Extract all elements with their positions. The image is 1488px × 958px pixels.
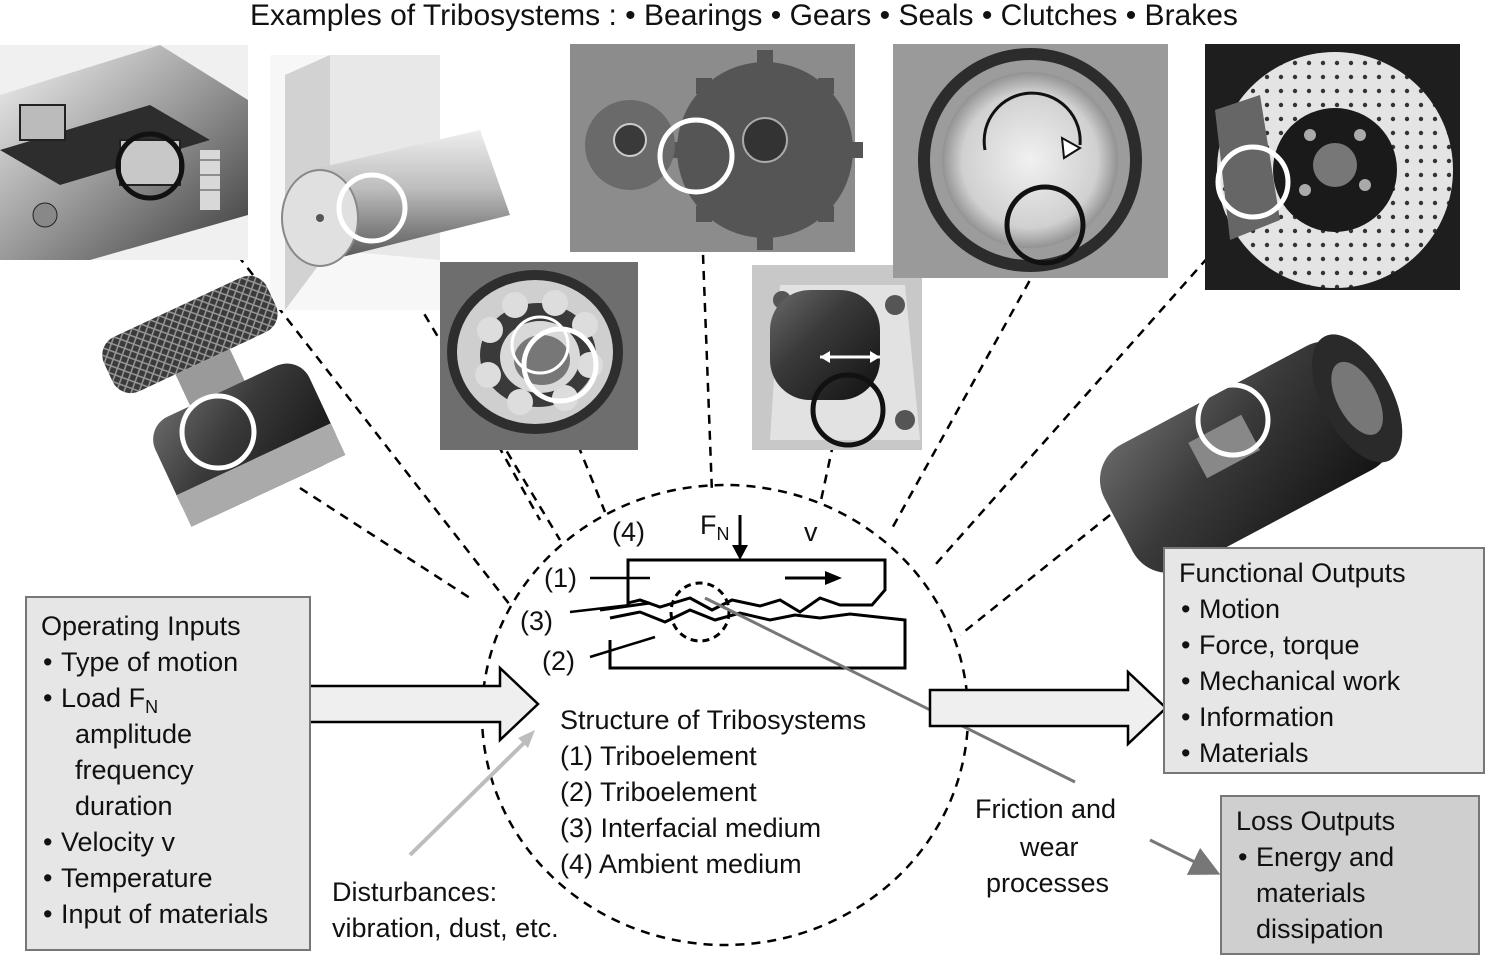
interface-label: (3) bbox=[520, 606, 553, 636]
disturbances-title: Disturbances: bbox=[332, 877, 498, 907]
photo-clutch-coupling bbox=[1099, 334, 1403, 573]
photo-knurled-pin bbox=[102, 275, 346, 527]
disturbance-arrow bbox=[408, 738, 529, 857]
loss-line-1: Energy and bbox=[1256, 842, 1395, 872]
output-information: Information bbox=[1179, 699, 1471, 735]
loss-outputs-list: Energy and materials dissipation bbox=[1236, 839, 1466, 947]
photo-gears bbox=[570, 44, 863, 252]
contact-zone-circle bbox=[669, 581, 731, 643]
output-materials: Materials bbox=[1179, 735, 1471, 771]
friction-arrow bbox=[704, 596, 1076, 784]
input-load-amplitude: amplitude bbox=[75, 719, 193, 749]
loss-line-2: materials bbox=[1256, 878, 1366, 908]
structure-item-4: (4) Ambient medium bbox=[560, 849, 802, 879]
output-mechanical-work: Mechanical work bbox=[1179, 663, 1471, 699]
normal-force-symbol: F bbox=[700, 510, 717, 540]
loss-energy-materials: Energy and materials dissipation bbox=[1236, 839, 1466, 947]
input-velocity: Velocity v bbox=[41, 824, 297, 860]
structure-item-2: (2) Triboelement bbox=[560, 777, 757, 807]
operating-inputs-box: Operating Inputs Type of motion Load FN … bbox=[25, 596, 311, 951]
input-arrow bbox=[296, 665, 540, 743]
contact-sketch bbox=[599, 558, 907, 670]
friction-line-3: processes bbox=[986, 868, 1110, 898]
loss-outputs-heading: Loss Outputs bbox=[1236, 806, 1396, 836]
velocity-label: v bbox=[804, 517, 818, 547]
structure-item-1: (1) Triboelement bbox=[560, 741, 757, 771]
loss-outputs-box: Loss Outputs Energy and materials dissip… bbox=[1220, 795, 1480, 955]
disturbances-detail: vibration, dust, etc. bbox=[332, 913, 559, 943]
normal-force-subscript: N bbox=[716, 524, 730, 544]
photo-brake-disc bbox=[1205, 44, 1460, 290]
ambient-label: (4) bbox=[612, 517, 645, 547]
functional-outputs-heading: Functional Outputs bbox=[1179, 558, 1406, 588]
element1-label: (1) bbox=[544, 563, 577, 593]
page-title: Examples of Tribosystems : • Bearings • … bbox=[250, 0, 1238, 32]
structure-item-3: (3) Interfacial medium bbox=[560, 813, 822, 843]
input-load-duration: duration bbox=[75, 791, 173, 821]
output-motion: Motion bbox=[1179, 591, 1471, 627]
photo-ball-bearing bbox=[440, 262, 638, 450]
photo-linear-guide bbox=[0, 45, 248, 260]
input-load-subscript: N bbox=[145, 697, 159, 717]
input-motion: Type of motion bbox=[41, 644, 297, 680]
photo-bushing bbox=[752, 265, 922, 450]
output-force-torque: Force, torque bbox=[1179, 627, 1471, 663]
input-load-label: Load F bbox=[61, 683, 146, 713]
photo-journal-bearing bbox=[270, 55, 510, 310]
operating-inputs-heading: Operating Inputs bbox=[41, 611, 241, 641]
structure-heading: Structure of Tribosystems bbox=[560, 705, 867, 735]
friction-line-2: wear bbox=[1020, 832, 1079, 862]
input-load-frequency: frequency bbox=[75, 755, 194, 785]
input-temperature: Temperature bbox=[41, 860, 297, 896]
functional-outputs-box: Functional Outputs Motion Force, torque … bbox=[1163, 547, 1485, 774]
input-load: Load FN amplitude frequency duration bbox=[41, 680, 297, 824]
operating-inputs-list: Type of motion Load FN amplitude frequen… bbox=[41, 644, 297, 932]
friction-line-1: Friction and bbox=[975, 794, 1117, 824]
functional-outputs-list: Motion Force, torque Mechanical work Inf… bbox=[1179, 591, 1471, 771]
normal-force-label: FN bbox=[700, 507, 730, 543]
input-materials: Input of materials bbox=[41, 896, 297, 932]
element2-label: (2) bbox=[542, 646, 575, 676]
photo-seal bbox=[893, 44, 1168, 278]
output-arrow bbox=[928, 669, 1168, 747]
loss-line-3: dissipation bbox=[1256, 914, 1384, 944]
